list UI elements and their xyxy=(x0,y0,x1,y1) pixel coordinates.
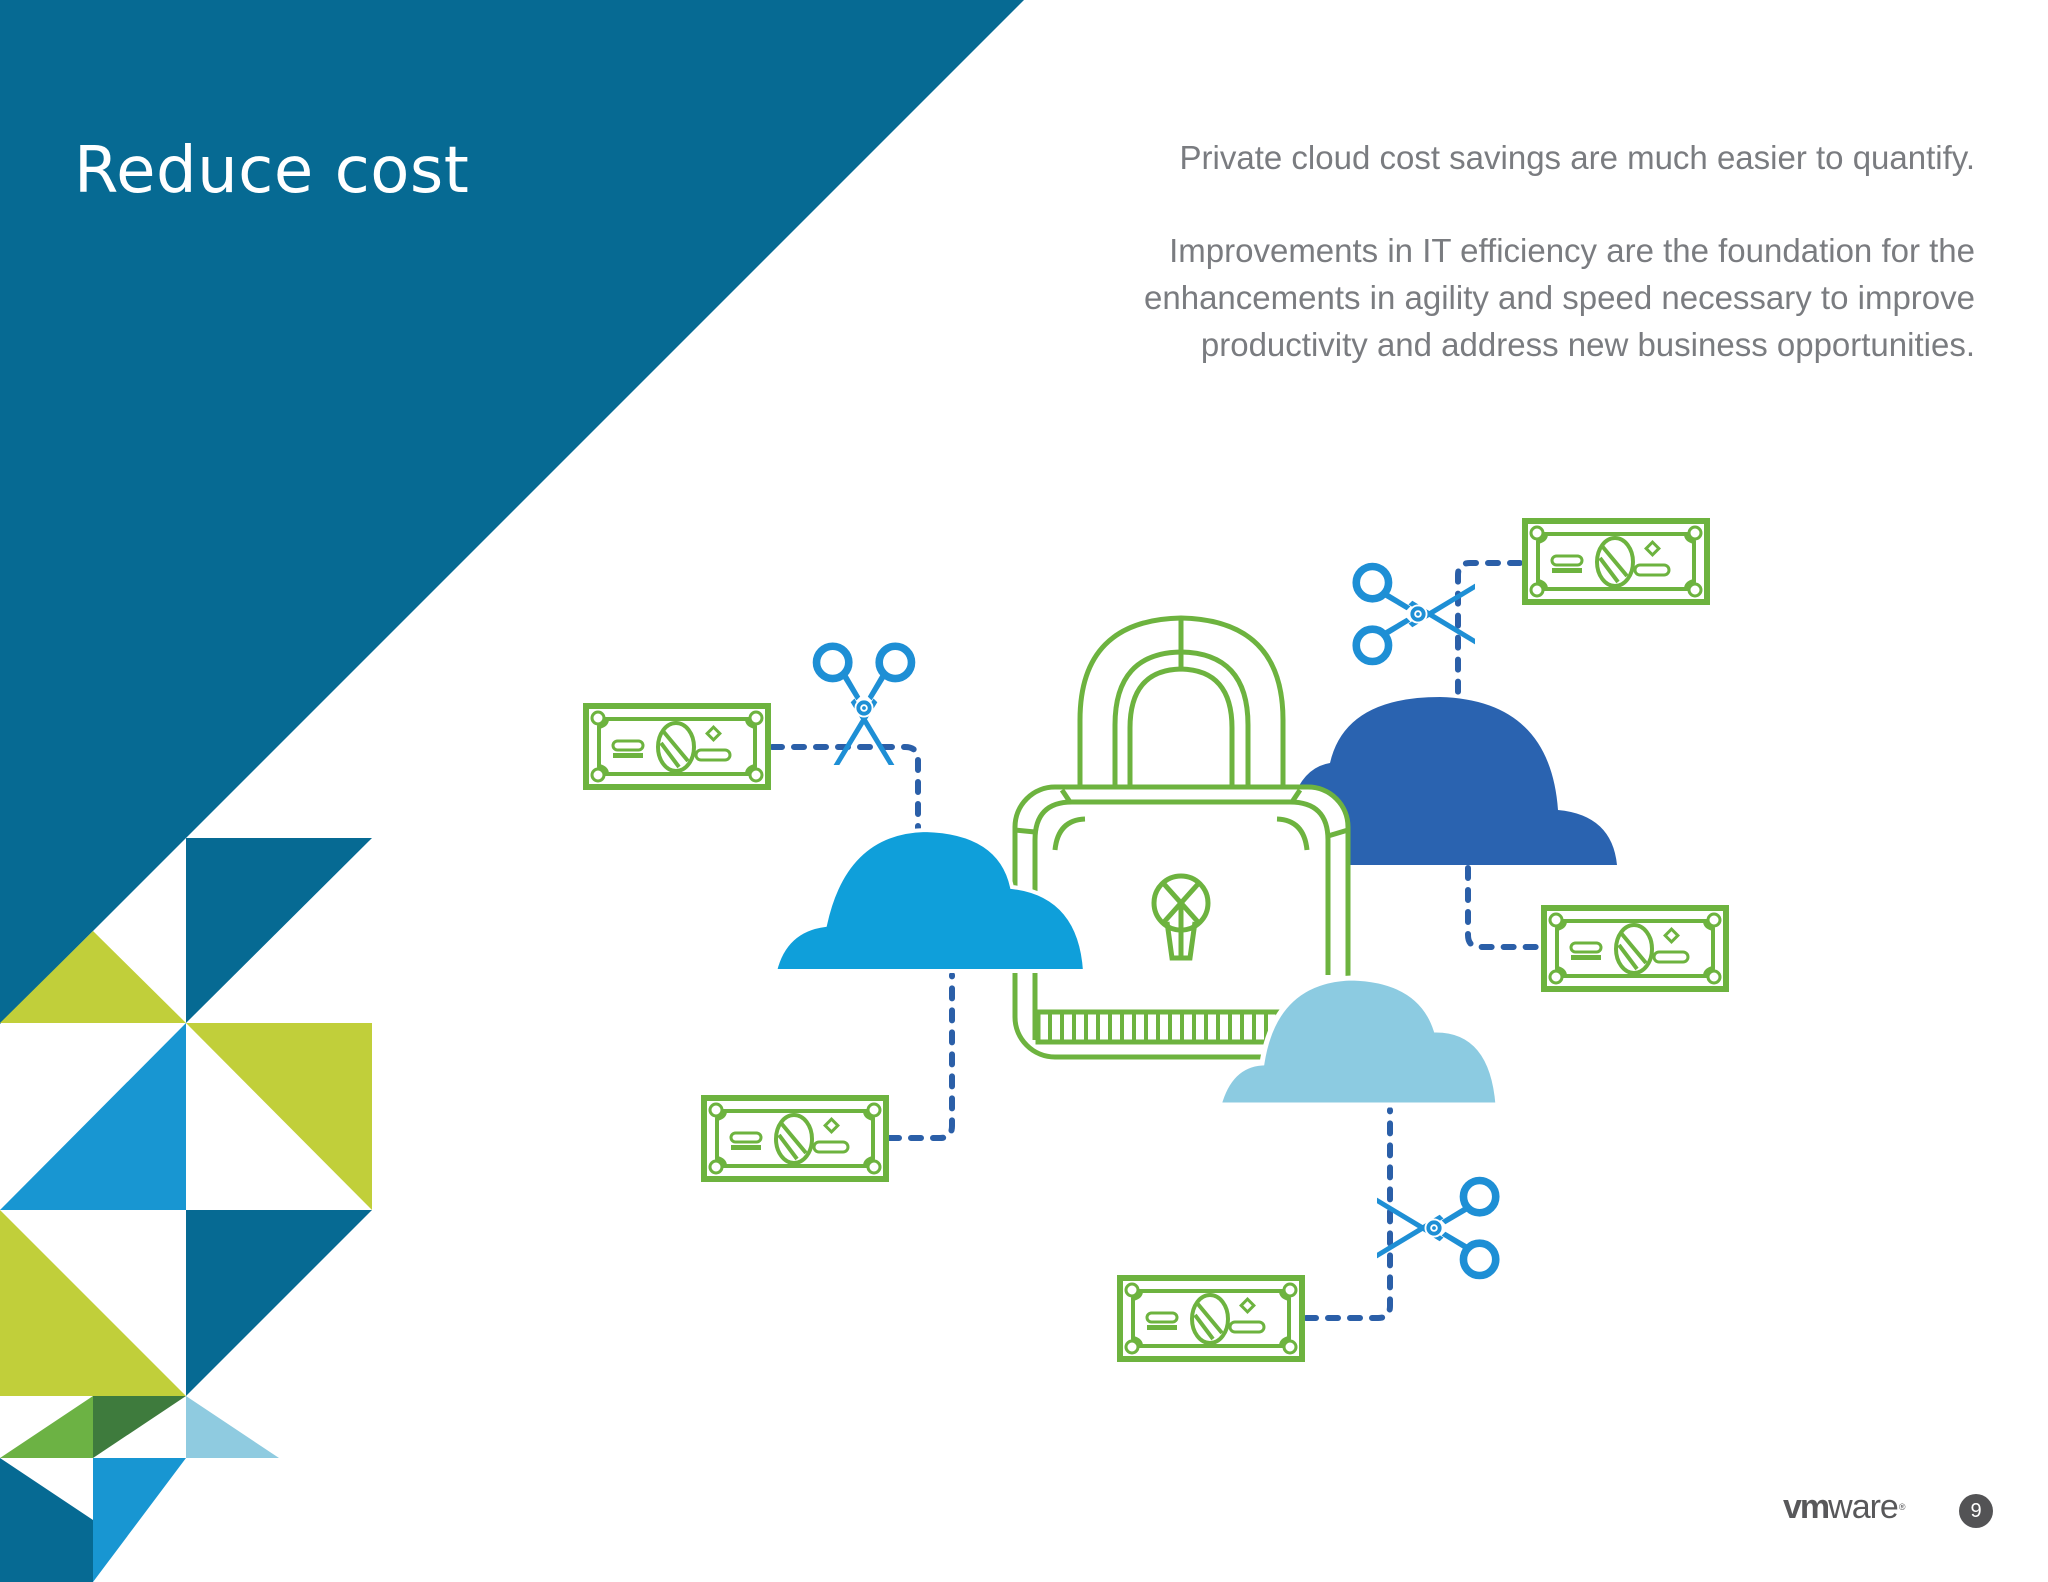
logo-bold-text: vm xyxy=(1783,1488,1830,1526)
pattern-lime-triangle xyxy=(186,1023,372,1210)
logo-regular-text: ware xyxy=(1828,1488,1899,1526)
page-title: Reduce cost xyxy=(74,134,470,208)
cloud-icon xyxy=(1215,975,1501,1108)
dollar-bill-icon xyxy=(1120,1278,1302,1359)
pattern-dark-green-triangle xyxy=(93,1396,186,1458)
pattern-blue-triangle xyxy=(186,1210,372,1396)
pattern-green-triangle xyxy=(0,1396,93,1458)
dollar-bill-icon xyxy=(704,1098,886,1179)
cloud-icon xyxy=(1283,697,1617,865)
body-paragraph: Improvements in IT efficiency are the fo… xyxy=(1144,232,1975,363)
connector-line xyxy=(1455,560,1523,698)
pattern-blue-triangle xyxy=(0,1458,93,1582)
pattern-bright-blue-triangle xyxy=(93,1458,186,1582)
connector-line xyxy=(1465,865,1543,950)
vmware-logo: vmware® xyxy=(1783,1488,1906,1526)
header-triangle xyxy=(0,0,1024,1024)
page-number-badge: 9 xyxy=(1959,1494,1993,1528)
dollar-bill-icon xyxy=(586,706,768,787)
cloud-icon xyxy=(772,827,1088,973)
lead-paragraph: Private cloud cost savings are much easi… xyxy=(1179,139,1975,176)
pattern-light-blue-triangle xyxy=(186,1396,279,1458)
pattern-bright-blue-triangle xyxy=(0,1023,186,1210)
pattern-blue-triangle xyxy=(186,838,372,1023)
scissors-icon xyxy=(1377,1181,1496,1276)
body-text: Private cloud cost savings are much easi… xyxy=(1015,134,1975,368)
connector-line xyxy=(886,972,955,1141)
dollar-bill-icon xyxy=(1525,521,1707,602)
pattern-lime-triangle xyxy=(0,931,186,1023)
connector-line xyxy=(1303,1107,1393,1321)
dollar-bill-icon xyxy=(1544,908,1726,989)
pattern-lime-triangle xyxy=(0,1210,186,1396)
connector-line xyxy=(769,744,921,835)
padlock-icon xyxy=(1012,615,1351,1060)
registered-mark: ® xyxy=(1898,1502,1906,1512)
